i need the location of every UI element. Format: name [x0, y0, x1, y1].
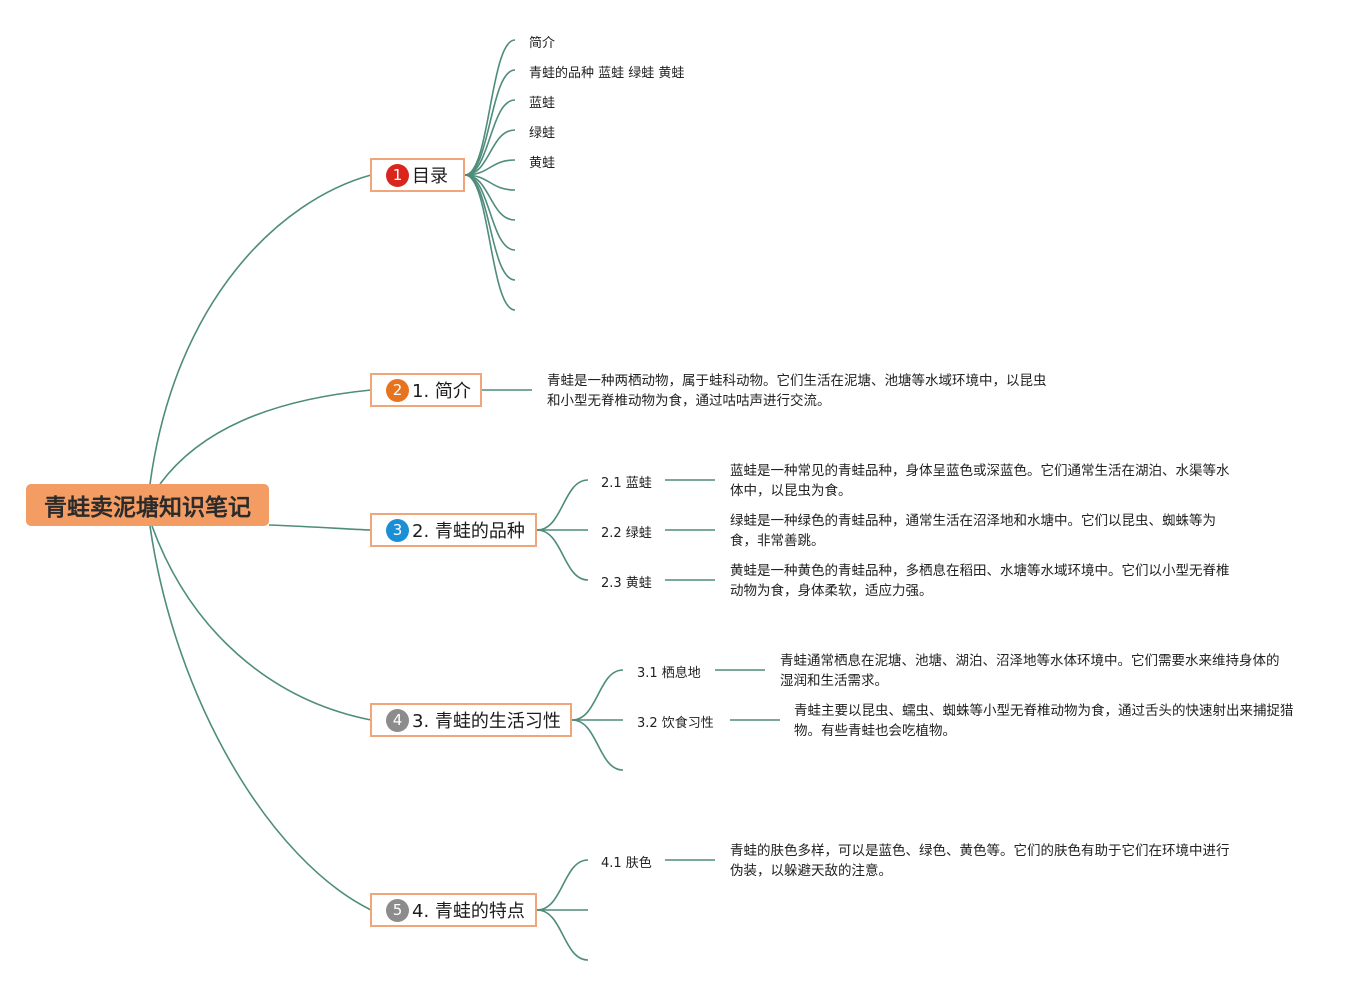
topic-label: 2. 青蛙的品种	[412, 521, 525, 542]
toc-item[interactable]: 青蛙的品种 蓝蛙 绿蛙 黄蛙	[529, 66, 685, 81]
topic-label: 4. 青蛙的特点	[412, 901, 525, 922]
number-1-icon: 1	[386, 163, 409, 187]
topic-frog-species[interactable]: 3 2. 青蛙的品种	[370, 513, 537, 547]
note-text: 青蛙主要以昆虫、蠕虫、蜘蛛等小型无脊椎动物为食，通过舌头的快速射出来捕捉猎物。有…	[794, 703, 1294, 739]
note-text: 黄蛙是一种黄色的青蛙品种，多栖息在稻田、水塘等水域环境中。它们以小型无脊椎动物为…	[730, 563, 1230, 599]
connector-root-topic-2	[159, 389, 372, 485]
number-5-icon: 5	[386, 898, 409, 922]
toc-item[interactable]: 蓝蛙	[529, 96, 556, 111]
topic-label: 3. 青蛙的生活习性	[412, 711, 561, 732]
topic-introduction[interactable]: 2 1. 简介	[370, 373, 482, 407]
topic-living-habits[interactable]: 4 3. 青蛙的生活习性	[370, 703, 572, 737]
subtopic-skin-color[interactable]: 4.1 肤色	[601, 856, 652, 871]
number-4-icon: 4	[386, 708, 409, 732]
topic-characteristics[interactable]: 5 4. 青蛙的特点	[370, 893, 537, 927]
subtopic-yellow-frog[interactable]: 2.3 黄蛙	[601, 576, 652, 591]
toc-item[interactable]: 黄蛙	[529, 156, 556, 171]
toc-item[interactable]: 绿蛙	[529, 126, 556, 141]
connector-root-topic-5	[149, 525, 372, 911]
topic-label: 1. 简介	[412, 381, 471, 402]
number-3-icon: 3	[386, 518, 409, 542]
subtopic-diet[interactable]: 3.2 饮食习性	[637, 716, 714, 731]
subtopic-habitat[interactable]: 3.1 栖息地	[637, 666, 701, 681]
note-text: 青蛙通常栖息在泥塘、池塘、湖泊、沼泽地等水体环境中。它们需要水来维持身体的湿润和…	[780, 653, 1280, 689]
number-2-icon: 2	[386, 378, 409, 402]
connector-root-topic-1	[149, 174, 372, 485]
root-topic[interactable]: 青蛙卖泥塘知识笔记	[26, 484, 269, 526]
toc-item[interactable]: 简介	[529, 36, 556, 51]
note-text: 绿蛙是一种绿色的青蛙品种，通常生活在沼泽地和水塘中。它们以昆虫、蜘蛛等为食，非常…	[730, 513, 1216, 549]
connector-root-topic-3	[268, 524, 372, 531]
subtopic-blue-frog[interactable]: 2.1 蓝蛙	[601, 476, 652, 491]
note-text: 蓝蛙是一种常见的青蛙品种，身体呈蓝色或深蓝色。它们通常生活在湖泊、水渠等水体中，…	[730, 463, 1230, 499]
connector-root-topic-4	[151, 525, 372, 721]
note-text: 青蛙的肤色多样，可以是蓝色、绿色、黄色等。它们的肤色有助于它们在环境中进行伪装，…	[730, 843, 1230, 879]
topic-contents[interactable]: 1 目录	[370, 158, 465, 192]
subtopic-green-frog[interactable]: 2.2 绿蛙	[601, 526, 652, 541]
note-text: 青蛙是一种两栖动物，属于蛙科动物。它们生活在泥塘、池塘等水域环境中，以昆虫和小型…	[547, 373, 1047, 409]
topic-label: 目录	[412, 166, 448, 187]
